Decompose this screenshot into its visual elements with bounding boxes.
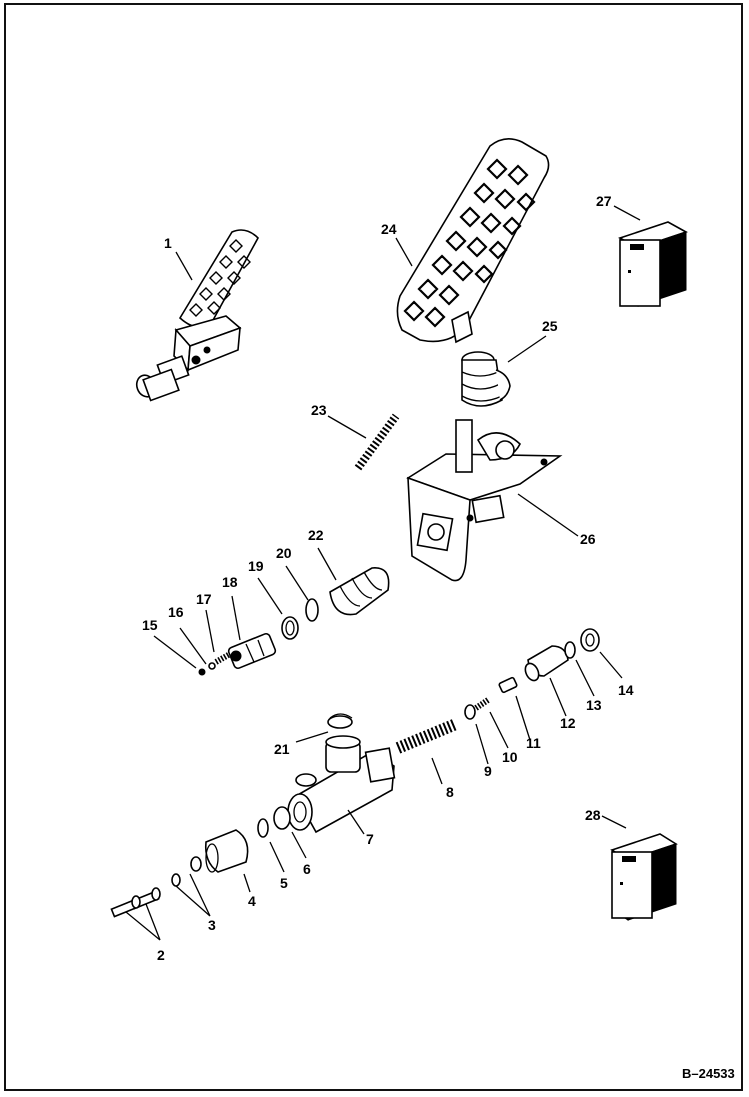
part-10-spring bbox=[474, 697, 490, 711]
part-25-boot bbox=[461, 351, 511, 407]
leader-lines bbox=[125, 205, 641, 941]
part-12-cylinder-sleeve bbox=[524, 645, 569, 682]
part-24-pedal bbox=[396, 138, 550, 344]
callout-7: 7 bbox=[366, 831, 374, 847]
callout-16: 16 bbox=[168, 604, 184, 620]
callout-19: 19 bbox=[248, 558, 264, 574]
part-14-cap bbox=[580, 628, 600, 652]
callout-21: 21 bbox=[274, 741, 290, 757]
part-19-seal bbox=[281, 616, 299, 640]
part-16-seat bbox=[208, 662, 216, 670]
callout-5: 5 bbox=[280, 875, 288, 891]
callout-22: 22 bbox=[308, 527, 324, 543]
part-11-valve bbox=[498, 676, 518, 694]
part-1-pedal-assembly bbox=[135, 229, 259, 402]
part-9-washer bbox=[464, 704, 476, 720]
callout-26: 26 bbox=[580, 531, 596, 547]
callout-12: 12 bbox=[560, 715, 576, 731]
part-26-bracket bbox=[406, 419, 563, 582]
callout-28: 28 bbox=[585, 807, 601, 823]
part-27-kit-box bbox=[618, 221, 688, 307]
callout-24: 24 bbox=[381, 221, 397, 237]
pedal-24-tread-pattern bbox=[403, 158, 536, 328]
part-13-o-ring bbox=[564, 641, 576, 659]
callout-23: 23 bbox=[311, 402, 327, 418]
callout-15: 15 bbox=[142, 617, 158, 633]
part-2-bolts bbox=[110, 887, 161, 918]
callout-27: 27 bbox=[596, 193, 612, 209]
part-8-spring bbox=[395, 718, 459, 754]
callout-1: 1 bbox=[164, 235, 172, 251]
callout-25: 25 bbox=[542, 318, 558, 334]
callout-10: 10 bbox=[502, 749, 518, 765]
part-15-ball bbox=[198, 668, 206, 676]
callout-3: 3 bbox=[208, 917, 216, 933]
callout-14: 14 bbox=[618, 682, 634, 698]
figure-reference-number: B–24533 bbox=[682, 1066, 735, 1081]
part-22-boot bbox=[329, 567, 390, 616]
callout-2: 2 bbox=[157, 947, 165, 963]
part-28-kit-box bbox=[610, 833, 678, 921]
part-21-cap bbox=[327, 713, 353, 729]
diagram-border bbox=[4, 3, 743, 1091]
callout-17: 17 bbox=[196, 591, 212, 607]
callout-11: 11 bbox=[526, 735, 541, 751]
callout-18: 18 bbox=[222, 574, 238, 590]
part-5-o-ring bbox=[257, 818, 269, 838]
part-4-adapter bbox=[204, 829, 249, 873]
part-7-master-cylinder bbox=[287, 735, 396, 834]
part-23-spring bbox=[354, 413, 400, 471]
callout-9: 9 bbox=[484, 763, 492, 779]
pedal-1-tread-pattern bbox=[189, 239, 251, 317]
callout-8: 8 bbox=[446, 784, 454, 800]
part-6-seal-ring bbox=[273, 806, 291, 830]
callout-13: 13 bbox=[586, 697, 602, 713]
part-3-washers bbox=[171, 856, 202, 887]
part-17-spring bbox=[214, 651, 232, 665]
callout-labels: 1 2 3 4 5 6 7 8 9 10 11 12 13 14 15 16 1… bbox=[142, 193, 634, 963]
part-18-piston bbox=[227, 632, 277, 670]
callout-4: 4 bbox=[248, 893, 256, 909]
part-20-ring bbox=[305, 598, 319, 622]
callout-20: 20 bbox=[276, 545, 292, 561]
callout-6: 6 bbox=[303, 861, 311, 877]
